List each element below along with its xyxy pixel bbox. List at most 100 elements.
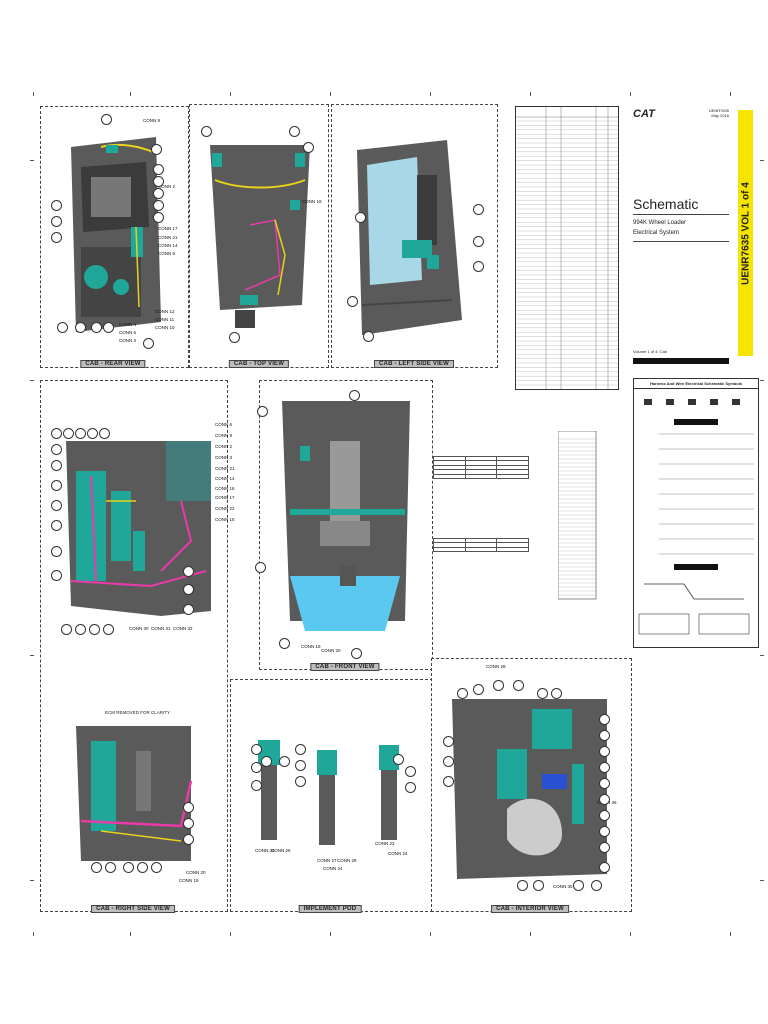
part-number-table [557, 430, 598, 601]
callout-marker [363, 331, 374, 342]
callout-marker [473, 684, 484, 695]
connector-label: CONN 21 [215, 466, 235, 471]
border-tick [30, 655, 34, 656]
border-tick [330, 932, 331, 936]
callout-marker [573, 880, 584, 891]
connector-label: CONN 6 [215, 422, 233, 427]
border-tick [530, 92, 531, 96]
connector-label: CONN 20 [186, 870, 206, 875]
connector-label: CONN 17 [158, 226, 178, 231]
view-label-front: CAB - FRONT VIEW [310, 663, 380, 671]
callout-marker [261, 756, 272, 767]
callout-marker [295, 776, 306, 787]
implement-pod-illustration [258, 740, 399, 845]
connector-label: CONN 9 [143, 118, 161, 123]
callout-marker [183, 802, 194, 813]
callout-marker [405, 782, 416, 793]
border-tick [760, 160, 764, 161]
schematic-heading: Schematic [633, 196, 699, 212]
callout-marker [533, 880, 544, 891]
callout-marker [91, 322, 102, 333]
connector-label: CONN 26 [271, 848, 291, 853]
view-label-left: CAB - LEFT SIDE VIEW [374, 360, 454, 368]
connector-label: CONN 27 [317, 858, 337, 863]
callout-marker [493, 680, 504, 691]
callout-marker [251, 780, 262, 791]
callout-marker [513, 680, 524, 691]
callout-marker [251, 762, 262, 773]
border-tick [33, 92, 34, 96]
connector-label: CONN 24 [323, 866, 343, 871]
callout-marker [473, 204, 484, 215]
connector-label: CONN 20 [321, 648, 341, 653]
callout-marker [51, 520, 62, 531]
callout-marker [201, 126, 212, 137]
callout-marker [91, 862, 102, 873]
callout-marker [51, 444, 62, 455]
callout-marker [51, 428, 62, 439]
border-tick [30, 880, 34, 881]
callout-marker [599, 778, 610, 789]
cab-front-illustration [282, 401, 410, 631]
connector-label: CONN 12 [155, 309, 175, 314]
connector-label: CONN 19 [301, 644, 321, 649]
callout-marker [51, 232, 62, 243]
connector-label: CONN 17 [215, 495, 235, 500]
callout-marker [75, 624, 86, 635]
callout-marker [599, 714, 610, 725]
connector-label: CONN 6 [158, 251, 176, 256]
callout-marker [473, 236, 484, 247]
callout-marker [457, 688, 468, 699]
callout-marker [599, 862, 610, 873]
connector-label: CONN 19 [179, 878, 199, 883]
callout-marker [257, 406, 268, 417]
callout-marker [63, 428, 74, 439]
callout-marker [279, 756, 290, 767]
connector-label: CONN 3 [119, 338, 137, 343]
callout-marker [75, 322, 86, 333]
cab-left-illustration [357, 140, 462, 335]
callout-marker [183, 584, 194, 595]
border-tick [30, 380, 34, 381]
connector-label: CONN 25 [255, 848, 275, 853]
callout-marker [51, 500, 62, 511]
connector-label: CONN 22 [215, 506, 235, 511]
callout-marker [255, 562, 266, 573]
border-tick [130, 932, 131, 936]
connector-label: CONN 35 [553, 884, 573, 889]
symbols-heading: Harness And Wire Electrical Schematic Sy… [634, 379, 758, 389]
callout-marker [355, 212, 366, 223]
callout-marker [351, 648, 362, 659]
callout-marker [599, 762, 610, 773]
connector-label: CONN 3 [215, 455, 233, 460]
border-tick [760, 380, 764, 381]
callout-marker [443, 736, 454, 747]
schematic-sheet: CONN 18 CAT UENR7635 [33, 96, 759, 928]
connector-label: CONN 16 [215, 486, 235, 491]
callout-marker [51, 546, 62, 557]
cab-top-illustration [210, 145, 310, 328]
connector-label: CONN 14 [158, 243, 178, 248]
volume-label: Volume 1 of 4: Cab [633, 349, 668, 354]
callout-marker [229, 332, 240, 343]
connector-label: CONN 9 [215, 433, 233, 438]
callout-marker [599, 842, 610, 853]
connector-label: CONN 31 [151, 626, 171, 631]
border-tick [760, 880, 764, 881]
callout-marker [153, 212, 164, 223]
model-name: 994K Wheel Loader [633, 220, 687, 226]
callout-marker [153, 188, 164, 199]
callout-marker [51, 480, 62, 491]
ecm-removed-note: ECM REMOVED FOR CLARITY [105, 710, 171, 715]
connector-label: CONN 11 [155, 317, 175, 322]
system-name: Electrical System [633, 230, 680, 236]
callout-marker [591, 880, 602, 891]
callout-marker [61, 624, 72, 635]
view-label-right: CAB - RIGHT SIDE VIEW [91, 905, 175, 913]
callout-marker [443, 756, 454, 767]
connector-label: CONN 14 [215, 476, 235, 481]
border-tick [730, 932, 731, 936]
doc-number: UENR7635 May 2016 [708, 108, 729, 118]
callout-marker [517, 880, 528, 891]
callout-marker [153, 176, 164, 187]
